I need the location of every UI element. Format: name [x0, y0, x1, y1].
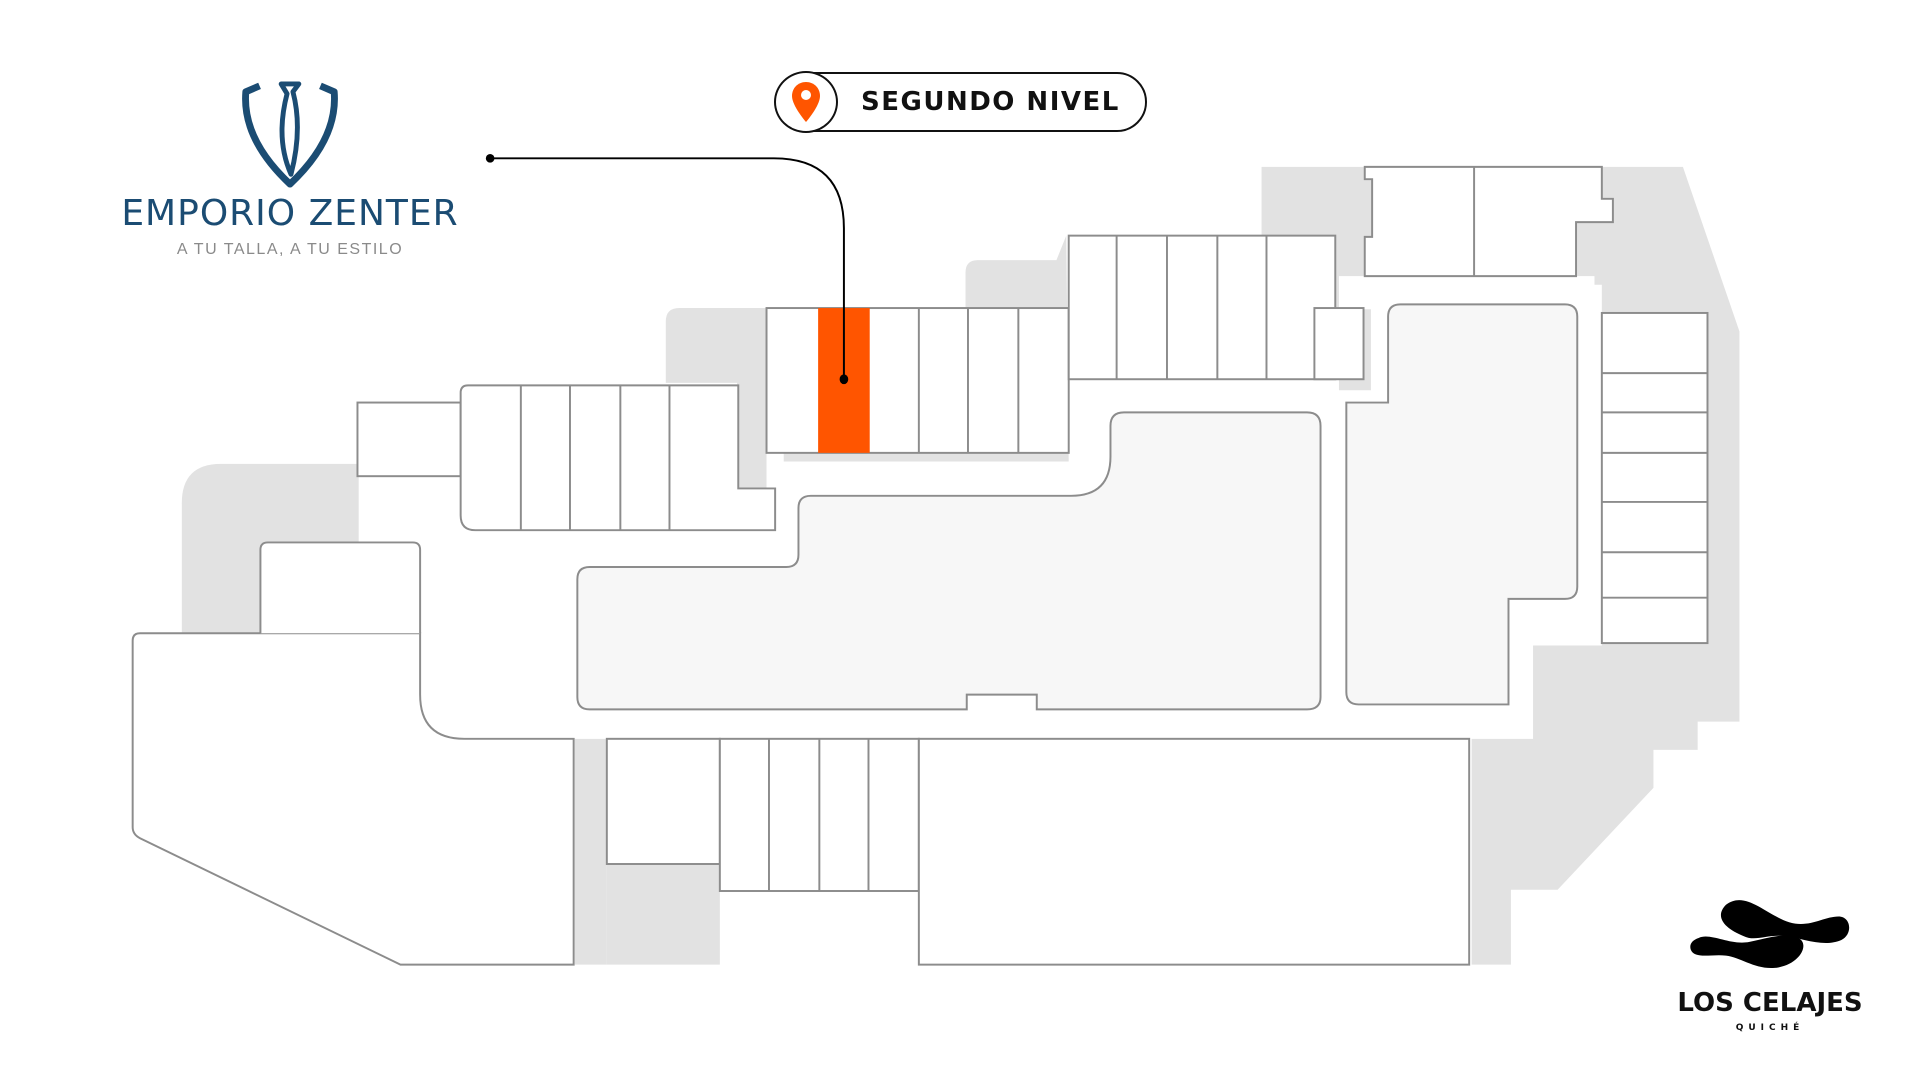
- brand-tagline: A TU TALLA, A TU ESTILO: [176, 241, 404, 258]
- store-column-right[interactable]: [1600, 311, 1709, 645]
- mall-name: LOS CELAJES: [1677, 988, 1863, 1018]
- store-top-right[interactable]: [1363, 165, 1614, 278]
- anchor-right[interactable]: [1345, 303, 1579, 706]
- store-dividers-bottom: [768, 738, 870, 891]
- store-dividers-top-center: [917, 308, 1020, 453]
- pin-badge: [774, 71, 838, 133]
- store-dividers-upper-right: [1115, 235, 1268, 380]
- store-dividers-ul: [519, 385, 671, 531]
- connector-line: [490, 157, 845, 378]
- store-ul-small[interactable]: [356, 401, 462, 478]
- brand-name: EMPORIO ZENTER: [121, 193, 459, 234]
- level-label: SEGUNDO NIVEL: [861, 87, 1120, 117]
- anchor-center[interactable]: [576, 411, 1322, 711]
- store-bottom-large[interactable]: [917, 737, 1471, 966]
- shield-tie-icon: [242, 81, 338, 188]
- map-pin-icon: [792, 82, 820, 122]
- store-row-upper-right[interactable]: [1067, 234, 1337, 381]
- level-indicator: SEGUNDO NIVEL: [774, 71, 1147, 133]
- store-dividers-right: [1601, 372, 1708, 599]
- store-location-dot: [839, 374, 849, 385]
- store-bottom-small[interactable]: [605, 737, 721, 865]
- store-row-top-center[interactable]: [765, 307, 1070, 454]
- connector-start-dot: [485, 154, 495, 163]
- store-ul-block[interactable]: [459, 384, 777, 532]
- mall-logo: LOS CELAJES QUICHÉ: [1650, 890, 1890, 1040]
- store-left-upper[interactable]: [259, 541, 422, 634]
- brand-logo: EMPORIO ZENTER A TU TALLA, A TU ESTILO: [100, 80, 480, 265]
- mall-subtitle: QUICHÉ: [1735, 1023, 1805, 1033]
- store-large-left[interactable]: [131, 632, 575, 966]
- cloud-waves-icon: [1690, 900, 1850, 969]
- store-corner-small[interactable]: [1313, 307, 1365, 381]
